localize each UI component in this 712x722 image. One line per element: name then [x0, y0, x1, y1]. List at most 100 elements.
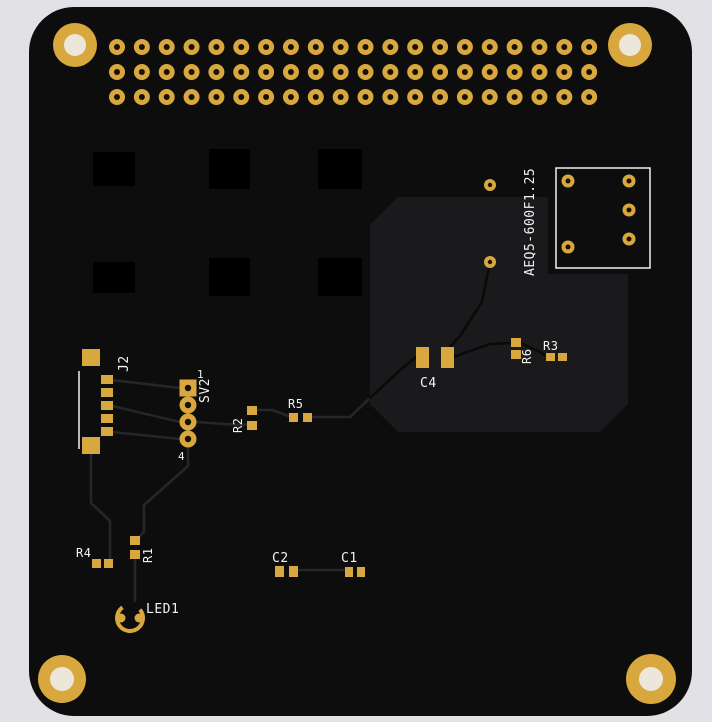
- gpio-header-pad-hole: [486, 44, 493, 50]
- copper-trace[interactable]: [451, 341, 513, 359]
- c2-pad[interactable]: [289, 566, 298, 577]
- gpio-header-pad-hole: [238, 44, 245, 50]
- gpio-header-pad-hole: [138, 69, 145, 75]
- gpio-header-pad-hole: [586, 69, 593, 75]
- gpio-header-pad-hole: [188, 69, 195, 75]
- silkscreen-label-c4[interactable]: C4: [420, 376, 437, 391]
- pin-number-label[interactable]: 1: [197, 368, 204, 381]
- gpio-header-pad-hole: [213, 44, 220, 50]
- silkscreen-label-c1[interactable]: C1: [341, 551, 358, 566]
- pcb-board[interactable]: [29, 7, 692, 716]
- sv2-pad-hole: [184, 435, 192, 443]
- gpio-header-pad-hole: [263, 44, 270, 50]
- gpio-header-pad-hole: [312, 44, 319, 50]
- silkscreen-label-r5[interactable]: R5: [288, 397, 303, 411]
- r1-pad[interactable]: [130, 536, 140, 545]
- silkscreen-label-r3[interactable]: R3: [543, 339, 558, 353]
- gpio-header-pad-hole: [163, 44, 170, 50]
- silkscreen-label-c2[interactable]: C2: [272, 551, 289, 566]
- gpio-header-pad-hole: [362, 94, 369, 100]
- gpio-header-pad-hole: [312, 69, 319, 75]
- copper-trace[interactable]: [305, 396, 372, 419]
- pin-number-label[interactable]: 4: [178, 450, 185, 463]
- copper-trace[interactable]: [250, 408, 291, 418]
- c4-pad[interactable]: [416, 347, 429, 368]
- gpio-header-pad-hole: [238, 69, 245, 75]
- r5-pad[interactable]: [303, 413, 312, 422]
- gpio-header-pad-hole: [337, 44, 344, 50]
- r4-pad[interactable]: [104, 559, 113, 568]
- copper-trace[interactable]: [89, 452, 112, 560]
- silkscreen-label-j2[interactable]: J2: [117, 355, 132, 372]
- c2-pad[interactable]: [275, 566, 284, 577]
- sv2-pad-hole: [184, 401, 192, 409]
- j2-pad[interactable]: [101, 427, 113, 436]
- board-slot-cutout: [93, 152, 135, 186]
- gpio-header-pad-hole: [387, 94, 394, 100]
- connector-silkscreen-label[interactable]: AEQ5-600F1.25: [523, 168, 538, 276]
- copper-trace[interactable]: [110, 378, 182, 390]
- silkscreen-label-r4[interactable]: R4: [76, 546, 91, 560]
- led-ring-pad[interactable]: [112, 600, 149, 637]
- silkscreen-label-r1[interactable]: R1: [141, 548, 155, 563]
- gpio-header-pad-hole: [536, 44, 543, 50]
- copper-trace[interactable]: [134, 445, 190, 542]
- c1-pad[interactable]: [345, 567, 353, 577]
- gpio-header-pad-hole: [188, 94, 195, 100]
- gpio-header-pad-hole: [312, 94, 319, 100]
- copper-trace[interactable]: [519, 341, 550, 359]
- gpio-header-pad-hole: [188, 44, 195, 50]
- j2-pad[interactable]: [101, 388, 113, 397]
- r1-pad[interactable]: [130, 550, 140, 559]
- gpio-header-pad-hole: [114, 44, 120, 50]
- gpio-header-pad-hole: [263, 69, 270, 75]
- via-hole: [487, 182, 493, 188]
- r2-pad[interactable]: [247, 406, 257, 415]
- silkscreen-label-r6[interactable]: R6: [520, 349, 534, 364]
- copper-trace[interactable]: [110, 404, 182, 424]
- j2-pad[interactable]: [82, 349, 100, 366]
- j2-pad[interactable]: [101, 375, 113, 384]
- silkscreen-label-led1[interactable]: LED1: [146, 602, 179, 617]
- gpio-header-pad-hole: [412, 69, 419, 75]
- j2-pad[interactable]: [82, 437, 100, 454]
- r3-pad[interactable]: [546, 353, 555, 361]
- r4-pad[interactable]: [92, 559, 101, 568]
- gpio-header-pad-hole: [437, 69, 444, 75]
- gpio-header-pad-hole: [263, 94, 270, 100]
- c4-pad[interactable]: [441, 347, 454, 368]
- gpio-header-pad-hole: [114, 69, 120, 75]
- sv2-pad-hole: [184, 418, 192, 426]
- r3-pad[interactable]: [558, 353, 567, 361]
- gpio-header-pad-hole: [337, 94, 344, 100]
- gpio-header-pad-hole: [437, 44, 444, 50]
- j2-pad[interactable]: [101, 401, 113, 410]
- gpio-header-pad-hole: [486, 69, 493, 75]
- r5-pad[interactable]: [289, 413, 298, 422]
- gpio-header-pad-hole: [561, 69, 568, 75]
- c1-pad[interactable]: [357, 567, 365, 577]
- r6-pad[interactable]: [511, 338, 521, 347]
- r6-pad[interactable]: [511, 350, 521, 359]
- gpio-header-pad-hole: [213, 69, 220, 75]
- j2-pad[interactable]: [101, 414, 113, 423]
- silkscreen-label-sv2[interactable]: SV2: [198, 378, 213, 403]
- copper-trace[interactable]: [110, 430, 182, 441]
- board-slot-cutout: [209, 258, 250, 296]
- gpio-header-pad-hole: [362, 69, 369, 75]
- gpio-header-pad-hole: [138, 44, 145, 50]
- board-slot-cutout: [318, 258, 362, 296]
- copper-trace[interactable]: [447, 260, 492, 350]
- connector-silkscreen-outline[interactable]: [555, 167, 651, 269]
- silkscreen-label-r2[interactable]: R2: [231, 418, 245, 433]
- copper-trace[interactable]: [368, 355, 418, 400]
- gpio-header-pad-hole: [213, 94, 220, 100]
- gpio-header-pad-hole: [586, 94, 593, 100]
- r2-pad[interactable]: [247, 421, 257, 430]
- mounting-hole-drill: [639, 667, 663, 691]
- board-slot-cutout: [93, 262, 135, 293]
- gpio-header-pad-hole: [511, 94, 518, 100]
- gpio-header-pad-hole: [114, 94, 120, 100]
